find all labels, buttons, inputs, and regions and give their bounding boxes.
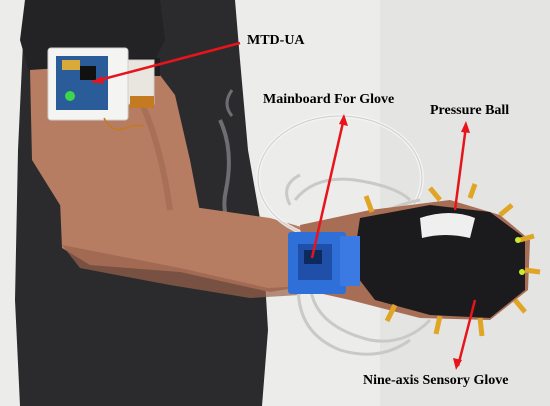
mainboard-case: [288, 232, 360, 294]
pressure-ball: [420, 213, 475, 238]
arrow-head-glove: [453, 358, 462, 370]
arrow-mtd: [91, 41, 241, 84]
arrow-head-mtd: [92, 76, 104, 84]
forearm: [60, 200, 312, 292]
arrow-head-mainboard: [339, 114, 348, 126]
status-led-icon: [65, 91, 75, 101]
arrow-glove: [456, 299, 477, 367]
label-pressure-ball: Pressure Ball: [430, 103, 510, 118]
mtd-ua-device: [47, 47, 155, 131]
arrow-pressure: [453, 125, 468, 211]
annotation-arrows: [91, 41, 477, 370]
label-mtd-ua: MTD-UA: [247, 33, 305, 48]
sensory-glove: [352, 183, 541, 337]
arrow-head-pressure: [461, 121, 470, 133]
label-mainboard: Mainboard For Glove: [263, 92, 395, 107]
label-sensory-glove: Nine-axis Sensory Glove: [363, 373, 509, 388]
yellow-strips: [363, 183, 541, 337]
arrow-mainboard: [310, 117, 346, 259]
